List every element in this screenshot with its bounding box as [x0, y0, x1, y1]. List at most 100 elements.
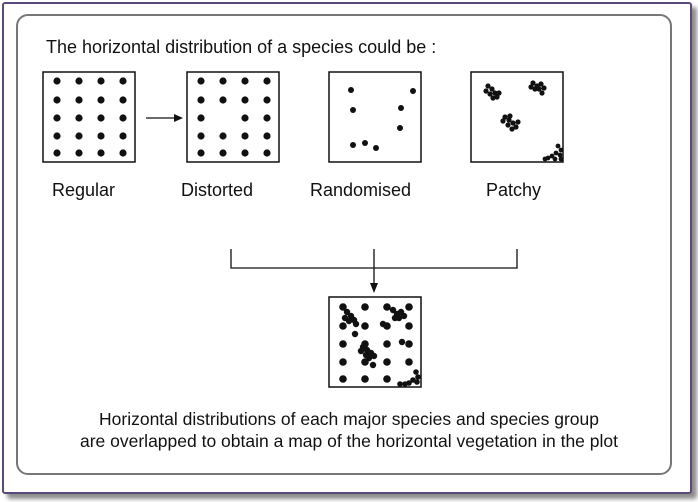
dot — [389, 306, 397, 314]
inner-rounded-panel — [16, 14, 672, 475]
dot — [405, 303, 413, 311]
dot — [383, 340, 391, 348]
dot — [219, 77, 227, 85]
dot — [510, 120, 516, 126]
dot — [97, 149, 105, 157]
dot — [391, 314, 399, 322]
dot — [341, 314, 349, 322]
arrow-head — [174, 114, 183, 122]
outer-frame — [2, 2, 692, 494]
dot — [352, 320, 360, 328]
dot — [97, 77, 105, 85]
label-randomised: Randomised — [310, 180, 412, 200]
dot — [539, 90, 545, 96]
caption-line-1: Horizontal distributions of each major s… — [99, 409, 599, 429]
dot — [75, 114, 83, 122]
dot — [339, 358, 347, 366]
dot — [536, 86, 542, 92]
dot — [379, 320, 387, 328]
dot — [555, 143, 561, 149]
dot — [402, 381, 408, 387]
dot — [502, 114, 508, 120]
dot — [557, 152, 563, 158]
dot — [53, 132, 61, 140]
dot — [197, 96, 205, 104]
dots-randomised — [348, 87, 416, 151]
dot — [365, 354, 373, 362]
dot — [558, 156, 564, 162]
dot — [263, 114, 271, 122]
dot — [343, 308, 351, 316]
dot — [410, 88, 416, 94]
dot — [405, 322, 413, 330]
dot — [339, 340, 347, 348]
label-distorted: Distorted — [181, 180, 254, 200]
dot — [53, 96, 61, 104]
dots-regular — [53, 77, 127, 157]
dot — [53, 114, 61, 122]
dot — [558, 147, 564, 153]
dot — [362, 140, 368, 146]
dot — [369, 361, 377, 369]
label-regular: Regular — [52, 180, 116, 200]
dot — [528, 84, 534, 90]
dot — [263, 132, 271, 140]
dots-combined — [339, 303, 421, 387]
dot — [398, 105, 404, 111]
dot — [549, 153, 555, 159]
dot — [542, 156, 548, 162]
dot — [97, 96, 105, 104]
dot — [383, 358, 391, 366]
dot — [541, 85, 547, 91]
dot — [97, 132, 105, 140]
dot — [97, 114, 105, 122]
dot — [361, 303, 369, 311]
dot — [505, 122, 511, 128]
dot — [513, 124, 519, 130]
dot — [492, 90, 498, 96]
dot — [339, 303, 347, 311]
dot — [398, 338, 406, 346]
dot — [263, 96, 271, 104]
dot — [405, 358, 413, 366]
dot — [515, 119, 521, 125]
dot — [75, 77, 83, 85]
box-combined-map — [328, 296, 422, 388]
dot — [530, 80, 536, 86]
box-randomised — [328, 71, 422, 163]
dot — [413, 369, 419, 375]
dot — [119, 132, 127, 140]
dot — [241, 132, 249, 140]
dot — [361, 375, 369, 383]
box-distorted — [186, 71, 280, 163]
dot — [383, 375, 391, 383]
dot — [494, 94, 500, 100]
dot — [219, 96, 227, 104]
dot — [357, 347, 365, 355]
dots-patchy — [483, 80, 564, 162]
dot — [361, 322, 369, 330]
dot — [483, 88, 489, 94]
dot — [119, 114, 127, 122]
dot — [53, 77, 61, 85]
label-patchy: Patchy — [486, 180, 542, 200]
dot — [197, 132, 205, 140]
dot — [75, 132, 83, 140]
dot — [119, 77, 127, 85]
dot — [351, 330, 359, 338]
dot — [350, 107, 356, 113]
dot — [370, 352, 378, 360]
dot — [339, 375, 347, 383]
dot — [553, 150, 559, 156]
dot — [552, 156, 558, 162]
diagram-title: The horizontal distribution of a species… — [46, 37, 437, 57]
dot — [53, 149, 61, 157]
caption: Horizontal distributions of each major s… — [0, 408, 698, 452]
dot — [506, 117, 512, 123]
box-regular — [42, 71, 136, 163]
dot — [373, 145, 379, 151]
dot — [397, 125, 403, 131]
dot — [490, 95, 496, 101]
dot — [241, 77, 249, 85]
